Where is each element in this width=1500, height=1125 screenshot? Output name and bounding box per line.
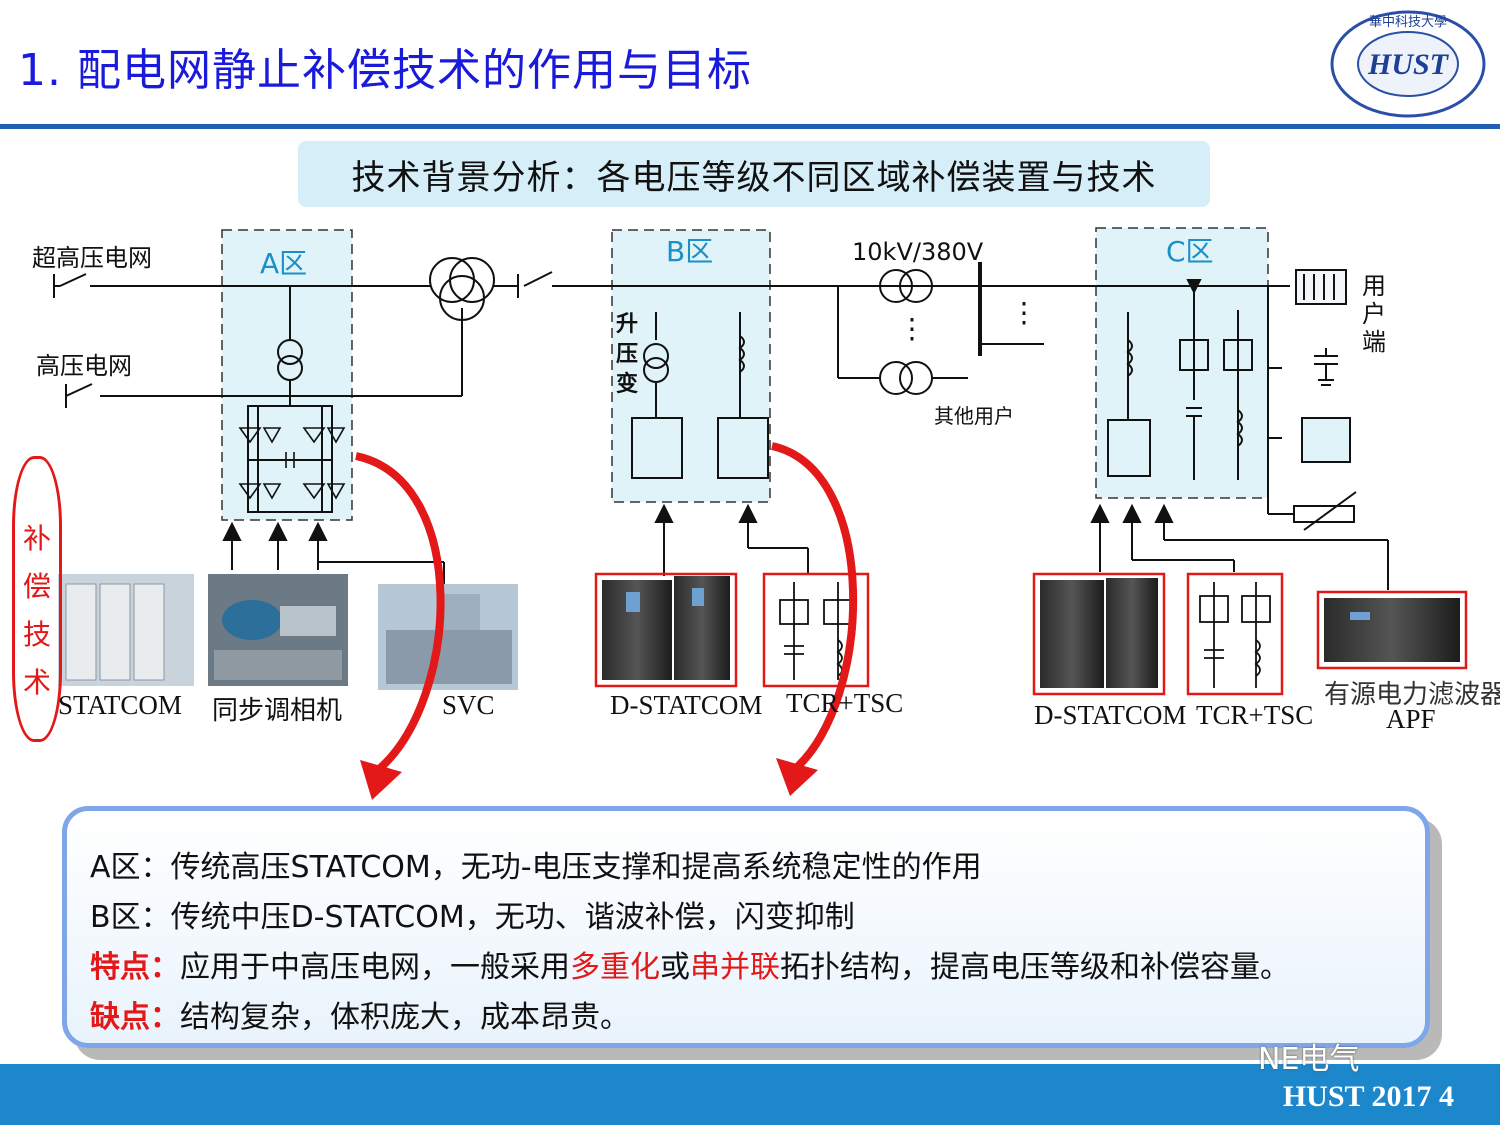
statcom-photo — [58, 574, 194, 686]
compensation-technology-tag: 补 偿 技 术 — [12, 456, 62, 742]
zone-c-label: C区 — [1166, 235, 1214, 268]
zone-a-box — [221, 229, 353, 521]
zone-a-label: A区 — [260, 247, 308, 280]
caption-synchronous-condenser: 同步调相机 — [212, 696, 343, 726]
note-drawbacks: 缺点：结构复杂，体积庞大，成本昂贵。 — [90, 1000, 630, 1035]
university-logo: HUST 華中科技大學 — [1328, 8, 1488, 120]
note-zone-a: A区：传统高压STATCOM，无功-电压支撑和提高系统稳定性的作用 — [90, 850, 982, 885]
c-dstatcom-photo — [1032, 572, 1166, 696]
ellipsis-marker: ⋮ — [898, 312, 926, 345]
summary-box — [62, 806, 1430, 1048]
title-divider — [0, 124, 1500, 129]
zone-c-box — [1095, 227, 1269, 499]
wechat-account-watermark: NE电气 — [1258, 1042, 1360, 1077]
hv-grid-label: 高压电网 — [36, 352, 132, 380]
step-up-transformer-label: 升压变 — [616, 312, 639, 397]
apf-photo — [1316, 590, 1468, 670]
footer-page-number: HUST 2017 4 — [1282, 1080, 1454, 1113]
caption-apf: APF — [1386, 704, 1436, 734]
page-title: 1. 配电网静止补偿技术的作用与目标 — [18, 45, 752, 96]
svg-text:HUST: HUST — [1367, 48, 1450, 81]
red-arrow-b — [771, 442, 857, 771]
b-dstatcom-photo — [594, 572, 738, 688]
caption-b-dstatcom: D-STATCOM — [610, 690, 763, 720]
note-zone-b: B区：传统中压D-STATCOM，无功、谐波补偿，闪变抑制 — [90, 900, 855, 935]
footer-bar — [0, 1064, 1500, 1125]
note-features: 特点：应用于中高压电网，一般采用多重化或串并联拓扑结构，提高电压等级和补偿容量。 — [90, 950, 1290, 985]
caption-svc: SVC — [442, 690, 495, 720]
zone-b-label: B区 — [666, 235, 714, 268]
caption-b-tcr-tsc: TCR+TSC — [786, 688, 904, 718]
other-users-label: 其他用户 — [934, 404, 1014, 428]
c-tcr-tsc-schematic — [1186, 572, 1284, 696]
caption-statcom: STATCOM — [58, 690, 182, 720]
section-banner: 技术背景分析：各电压等级不同区域补偿装置与技术 — [298, 141, 1210, 207]
caption-c-dstatcom: D-STATCOM — [1034, 700, 1187, 730]
ellipsis-marker-2: ⋮ — [1010, 296, 1038, 329]
svc-photo — [378, 584, 518, 690]
voltage-label: 10kV/380V — [852, 238, 984, 266]
synchronous-condenser-photo — [208, 574, 348, 686]
svg-text:華中科技大學: 華中科技大學 — [1369, 15, 1447, 30]
caption-c-tcr-tsc: TCR+TSC — [1196, 700, 1314, 730]
red-arrow-a — [355, 452, 445, 774]
caption-apf-cn: 有源电力滤波器 — [1324, 680, 1500, 710]
ehv-grid-label: 超高压电网 — [32, 244, 152, 272]
user-end-label: 用户端 — [1362, 272, 1386, 356]
